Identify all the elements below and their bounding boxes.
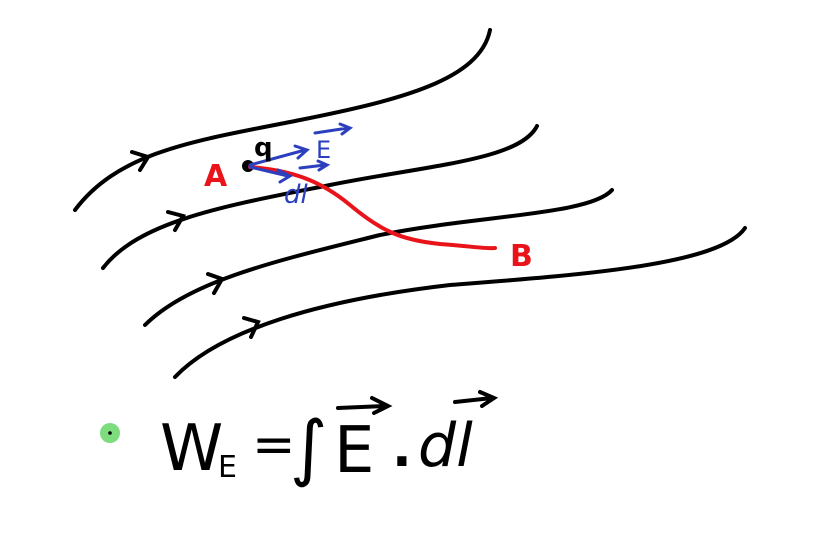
- formula-vector-e: E: [334, 414, 374, 488]
- formula-dot: .: [392, 419, 412, 479]
- field-line-3: [143, 188, 614, 327]
- arrowhead-icon: [166, 210, 187, 232]
- displacement-vector-label: dl: [284, 180, 309, 210]
- arrowhead-icon: [130, 150, 152, 172]
- field-vector-overline: [313, 122, 354, 136]
- charge-label: q: [254, 133, 273, 163]
- displacement-vector-arrow: [248, 165, 294, 184]
- formula-subscript-e: E: [218, 450, 237, 485]
- formula-w: W: [160, 412, 223, 486]
- displacement-vector-overline: [298, 159, 331, 172]
- formula-dl: dl: [418, 411, 473, 481]
- field-vector-label: E: [316, 136, 331, 164]
- formula-equals: =: [252, 415, 296, 475]
- path-a-to-b: [248, 165, 497, 251]
- arrowhead-icon: [206, 272, 225, 295]
- formula-integral: ∫: [290, 405, 328, 489]
- field-vector-arrow: [248, 144, 310, 167]
- field-line-4: [173, 226, 747, 379]
- formula-dl-arrow: [453, 390, 499, 408]
- point-b-label: B: [510, 239, 533, 274]
- formula-e-arrow: [336, 396, 393, 415]
- arrowhead-icon: [242, 316, 261, 339]
- field-line-1: [73, 28, 492, 212]
- cursor-dot: [108, 431, 112, 435]
- field-line-2: [101, 124, 539, 270]
- work-formula: W E = ∫ E . dl: [160, 390, 499, 489]
- point-a-label: A: [204, 159, 228, 194]
